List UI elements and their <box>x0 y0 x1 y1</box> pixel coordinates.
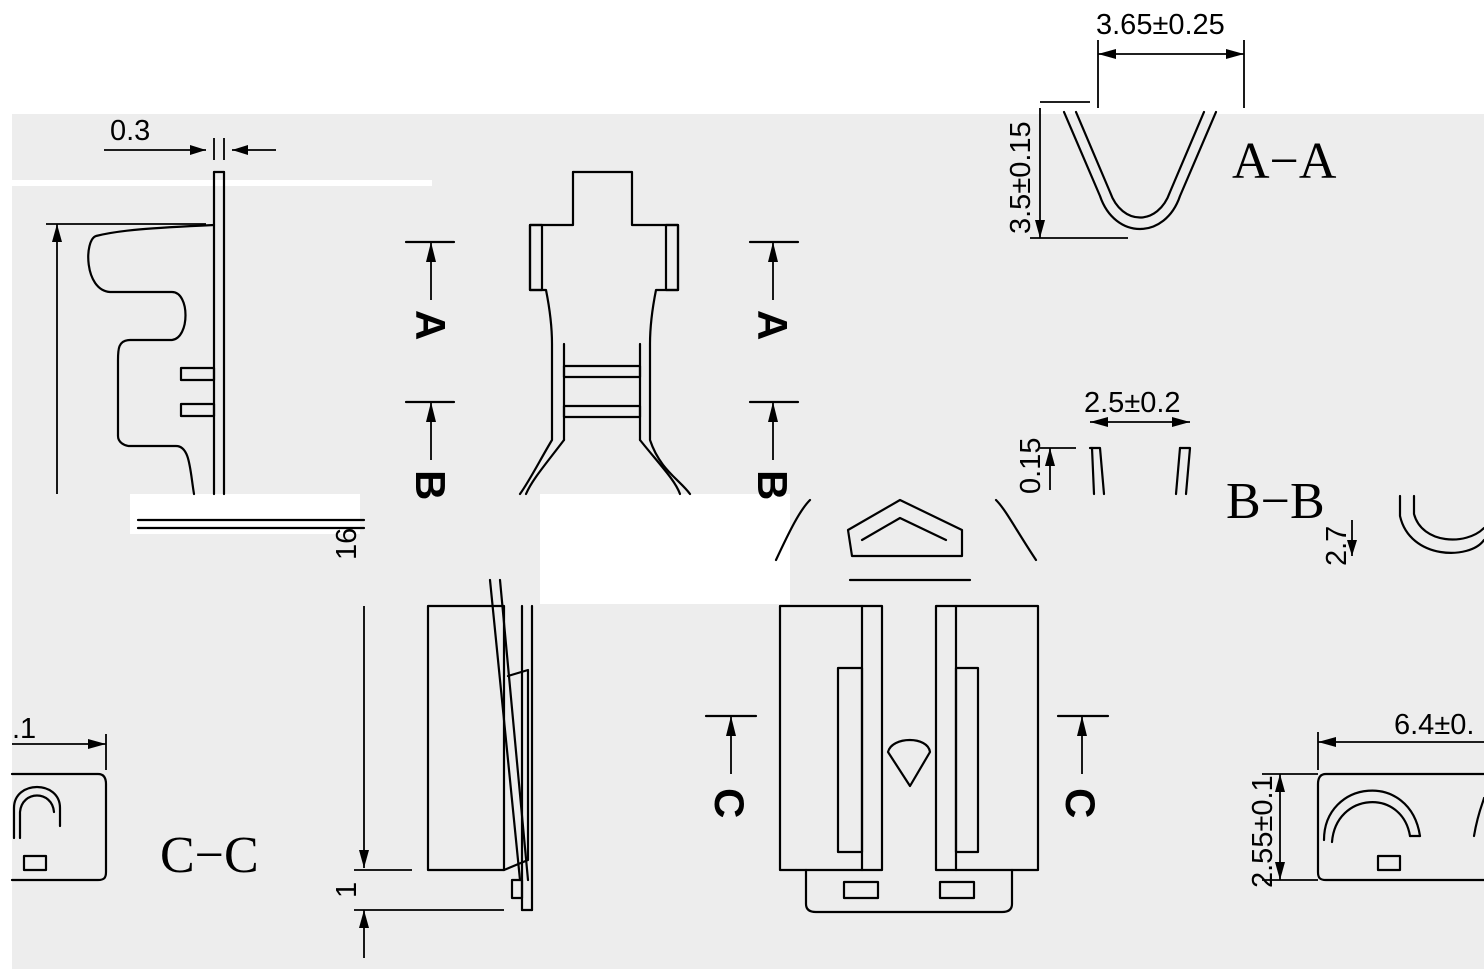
section-a-right-label: A <box>749 310 796 340</box>
bb-width-label: 2.5±0.2 <box>1084 387 1181 419</box>
section-a-right-marker: A <box>748 240 800 340</box>
cc-width-label: .1 <box>12 713 36 745</box>
aa-height-label: 3.5±0.15 <box>1005 121 1037 234</box>
thickness-dimension: 0.3 <box>104 115 276 160</box>
middle-band-fragments: 16 <box>136 498 1038 582</box>
section-b-left-label: B <box>407 470 454 500</box>
section-bb-title: B−B <box>1226 473 1325 530</box>
aa-width-label: 3.65±0.25 <box>1096 9 1225 41</box>
front-view <box>518 170 692 496</box>
section-a-left-marker: A <box>404 240 456 340</box>
side-view-lower: 1 <box>331 578 534 958</box>
total-height-label: 16 <box>331 528 363 560</box>
right-width-label: 6.4±0. <box>1394 709 1474 741</box>
bottom-front-view <box>778 604 1040 914</box>
section-c-right-marker: C <box>1056 714 1110 818</box>
section-b-right-marker: B <box>748 400 800 500</box>
section-b-right-label: B <box>749 470 796 500</box>
section-cc-profile: .1 C−C <box>10 713 259 884</box>
thickness-label: 0.3 <box>110 115 150 147</box>
bb-side-label: 2.7 <box>1321 526 1353 566</box>
section-cc-title: C−C <box>160 827 259 884</box>
section-c-left-label: C <box>706 788 753 818</box>
section-aa-profile: 3.65±0.25 3.5±0.15 A−A <box>1005 9 1337 239</box>
section-b-left-marker: B <box>404 400 456 500</box>
section-c-left-marker: C <box>704 714 758 818</box>
side-view-profile <box>87 170 226 496</box>
section-bb-profile: 2.5±0.2 0.15 B−B 2.7 <box>1015 387 1484 566</box>
bb-height-label: 0.15 <box>1015 438 1047 494</box>
section-a-left-label: A <box>407 310 454 340</box>
right-height-label: 2.55±0.1 <box>1247 775 1279 888</box>
total-height-leader <box>46 223 206 494</box>
section-aa-title: A−A <box>1232 133 1337 190</box>
bottom-step-label: 1 <box>331 882 363 898</box>
right-profile: 2.55±0.1 6.4±0. <box>1247 709 1484 888</box>
section-c-right-label: C <box>1057 788 1104 818</box>
